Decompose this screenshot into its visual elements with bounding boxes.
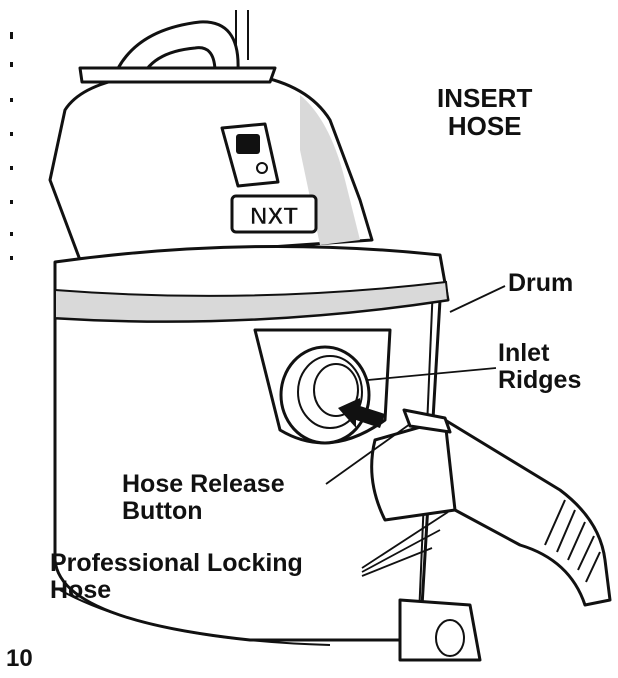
hose-release-line-1: Hose Release xyxy=(122,470,285,498)
inlet-ridge-inner xyxy=(313,363,359,417)
logo-plate xyxy=(230,194,318,234)
lid-rim-band xyxy=(54,280,450,323)
insert-arrow xyxy=(338,398,385,428)
left-edge-marks xyxy=(10,32,13,260)
page-number: 10 xyxy=(6,645,33,672)
inlet-ridges-line-2: Ridges xyxy=(498,366,582,394)
handle-strap xyxy=(78,66,277,84)
inlet-ridges-line-1: Inlet xyxy=(498,339,550,367)
leader-locking-hose xyxy=(361,511,449,577)
inlet-ridges-callout: Inlet Ridges xyxy=(498,340,581,394)
leader-inlet-ridges xyxy=(367,367,497,381)
professional-locking-hose-callout: Professional Locking Hose xyxy=(50,550,303,604)
hose-tube xyxy=(443,418,612,607)
leader-hose-release xyxy=(325,423,411,485)
insert-hose-line-1: INSERT xyxy=(437,83,533,113)
switch-indicator xyxy=(256,162,268,174)
locking-hose-line-1: Professional Locking xyxy=(50,549,303,577)
inlet-ridge-outer xyxy=(297,355,363,429)
caster-hub xyxy=(435,619,465,657)
hose-release-button-callout: Hose Release Button xyxy=(122,471,285,525)
drum-callout: Drum xyxy=(508,269,574,297)
drum-bottom-curve xyxy=(59,589,331,646)
leader-drum xyxy=(449,285,506,313)
insert-hose-callout: INSERT HOSE xyxy=(437,84,532,140)
release-button xyxy=(402,408,452,434)
insert-hose-line-2: HOSE xyxy=(447,111,522,141)
hose-corrugation xyxy=(544,499,601,583)
hose-release-line-2: Button xyxy=(122,497,203,525)
caster-wheel xyxy=(398,598,482,662)
logo-text: NXT xyxy=(250,203,298,230)
locking-hose-line-2: Hose xyxy=(50,576,112,604)
power-switch xyxy=(236,134,260,154)
